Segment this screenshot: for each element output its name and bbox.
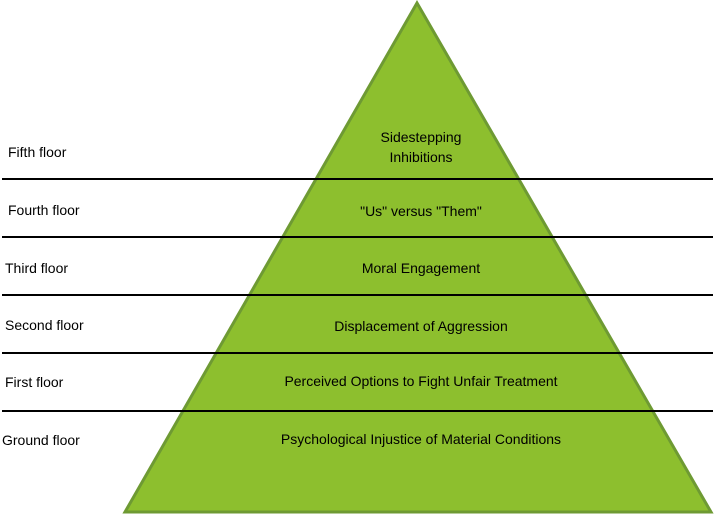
floor-label: Ground floor (2, 432, 80, 448)
pyramid-layer-label: Psychological Injustice of Material Cond… (281, 431, 561, 447)
pyramid-layer-label: Inhibitions (389, 149, 452, 165)
floor-label: Fourth floor (8, 202, 80, 218)
pyramid-layer-label: "Us" versus "Them" (360, 203, 482, 219)
pyramid-layer-label: Moral Engagement (362, 260, 480, 276)
floor-label: Fifth floor (8, 144, 67, 160)
pyramid-shape (122, 0, 714, 514)
floor-label: Second floor (5, 317, 84, 333)
floor-label: Third floor (5, 260, 68, 276)
floor-dividers (2, 178, 713, 412)
pyramid-layer-label: Displacement of Aggression (334, 318, 508, 334)
pyramid-layer-label: Sidestepping (381, 129, 462, 145)
floor-label: First floor (5, 374, 64, 390)
pyramid-layer-label: Perceived Options to Fight Unfair Treatm… (284, 373, 557, 389)
